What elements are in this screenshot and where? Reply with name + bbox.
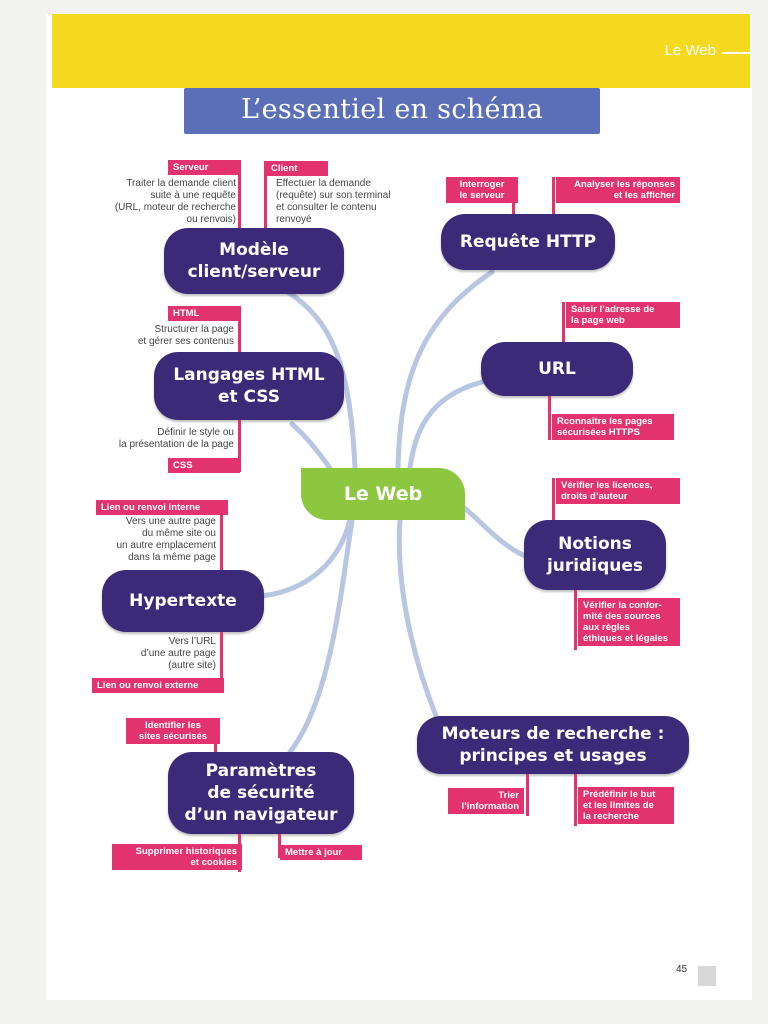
tag-reconnaitre: Rconnaître les pages sécurisées HTTPS: [552, 414, 674, 440]
connector-saisir: [562, 302, 565, 342]
tag-lien-interne: Lien ou renvoi interne: [96, 500, 228, 515]
link-hypertexte: [259, 517, 353, 599]
connector-conformite: [574, 590, 577, 650]
node-requete-http: Requête HTTP: [441, 214, 615, 270]
tag-licences: Vérifier les licences, droits d’auteur: [556, 478, 680, 504]
tag-saisir: Saisir l’adresse de la page web: [566, 302, 680, 328]
node-securite: Paramètres de sécurité d’un navigateur: [168, 752, 354, 834]
connector-client: [264, 161, 267, 229]
tag-serveur: Serveur: [168, 160, 240, 175]
tag-identifier: Identifier les sites sécurisés: [126, 718, 220, 744]
title-box: L’essentiel en schéma: [184, 88, 600, 134]
connector-css: [238, 420, 241, 472]
connector-maj: [278, 834, 281, 858]
connector-predefinir: [574, 774, 577, 826]
tag-mettre-a-jour: Mettre à jour: [280, 845, 362, 860]
node-html-css: Langages HTML et CSS: [154, 352, 344, 420]
tag-html: HTML: [168, 306, 240, 321]
link-moteurs: [396, 517, 439, 719]
node-url: URL: [481, 342, 633, 396]
page-number: 45: [676, 964, 688, 975]
tag-lien-externe: Lien ou renvoi externe: [92, 678, 224, 693]
connector-interroger: [512, 177, 515, 217]
node-client-serveur: Modèle client/serveur: [164, 228, 344, 294]
note-css: Définir le style ou la présentation de l…: [118, 427, 234, 450]
connector-serveur: [238, 160, 241, 228]
tag-predefinir: Prédéfinir le but et les limites de la r…: [578, 787, 674, 824]
link-securite: [287, 517, 355, 755]
connector-html: [238, 306, 241, 354]
chapter-label: Le Web: [664, 42, 716, 59]
page-title: L’essentiel en schéma: [240, 94, 544, 125]
node-juridique: Notions juridiques: [524, 520, 666, 590]
note-serveur: Traiter la demande client suite à une re…: [114, 178, 236, 225]
page-corner: [698, 966, 716, 986]
link-html-css: [289, 421, 333, 471]
note-html: Structurer la page et gérer ses contenus: [137, 324, 234, 347]
tag-analyser: Analyser les réponses et les afficher: [556, 177, 680, 203]
note-interne: Vers une autre page du même site ou un a…: [116, 516, 216, 563]
chapter-rule: [722, 52, 750, 54]
header-band: [52, 14, 750, 88]
link-client-serveur: [285, 289, 358, 471]
node-hypertexte: Hypertexte: [102, 570, 264, 632]
connector-reconnaitre: [548, 396, 551, 440]
tag-interroger: Interroger le serveur: [446, 177, 518, 203]
tag-css: CSS: [168, 458, 240, 473]
note-externe: Vers l’URL d’une autre page (autre site): [140, 636, 216, 671]
tag-client: Client: [266, 161, 328, 176]
link-juridique: [459, 503, 528, 559]
tag-supprimer: Supprimer historiques et cookies: [112, 844, 242, 870]
tag-conformite: Vérifier la confor- mité des sources aux…: [578, 598, 680, 646]
connector-licences: [552, 478, 555, 522]
connector-externe: [220, 632, 223, 688]
connector-trier: [526, 774, 529, 816]
connector-analyser: [552, 177, 555, 217]
note-client: Effectuer la demande (requête) sur son t…: [276, 178, 391, 225]
tag-trier: Trier l’information: [448, 788, 524, 814]
node-moteurs: Moteurs de recherche : principes et usag…: [417, 716, 689, 774]
link-requete: [395, 269, 495, 471]
connector-interne: [220, 500, 223, 570]
connector-identifier: [214, 718, 217, 754]
center-node: Le Web: [301, 468, 465, 520]
link-url: [407, 379, 485, 471]
